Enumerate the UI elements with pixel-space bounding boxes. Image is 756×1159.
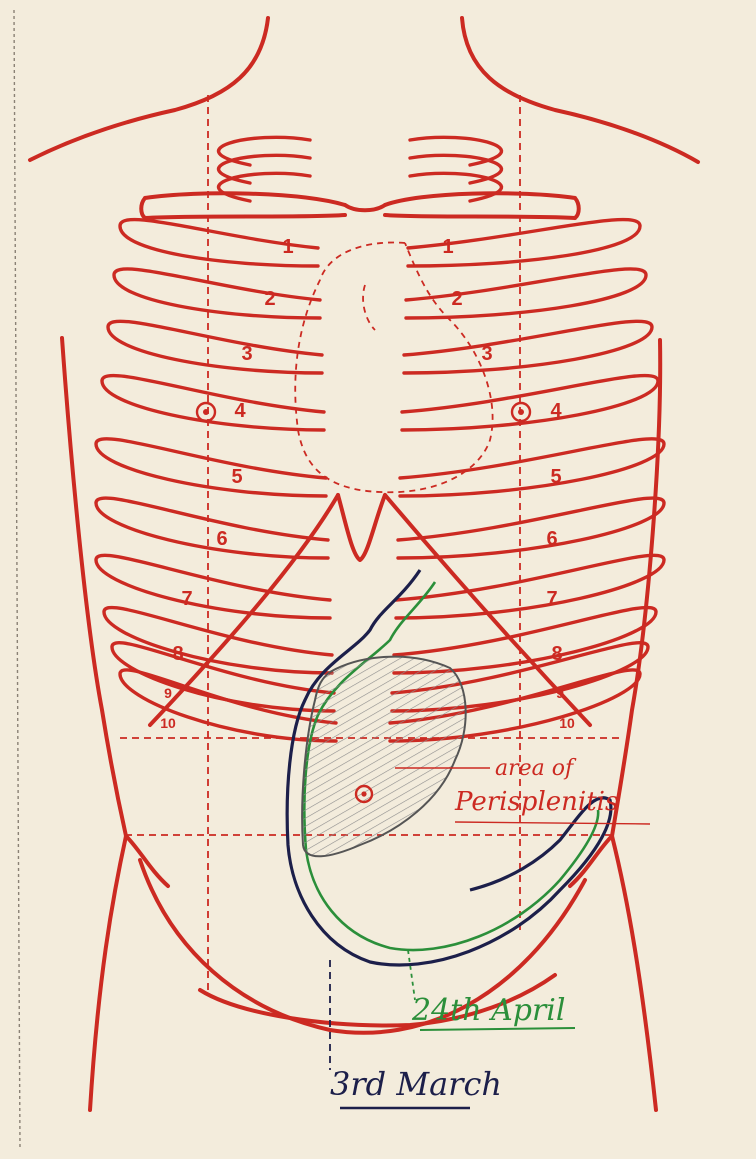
rib-label-left-2: 2 <box>264 288 275 310</box>
rib-label-right-2: 2 <box>451 288 462 310</box>
annotation-24th-april: 24th April <box>411 993 566 1028</box>
rib-label-left-4: 4 <box>234 400 246 422</box>
rib-label-left-6: 6 <box>216 528 227 550</box>
rib-label-left-1: 1 <box>282 236 293 258</box>
rib-label-left-10: 10 <box>160 715 176 731</box>
annotation-3rd-march: 3rd March <box>330 1065 502 1103</box>
rib-label-right-5: 5 <box>550 466 561 488</box>
rib-label-left-8: 8 <box>172 643 183 665</box>
rib-label-right-8: 8 <box>551 643 562 665</box>
rib-label-right-4: 4 <box>550 400 562 422</box>
annotation-area-of: area of <box>495 756 577 781</box>
rib-label-right-7: 7 <box>546 588 557 610</box>
rib-label-right-1: 1 <box>442 236 453 258</box>
rib-label-right-6: 6 <box>546 528 557 550</box>
annotation-perisplenitis: Perisplenitis <box>454 787 618 817</box>
rib-label-left-3: 3 <box>241 343 252 365</box>
rib-label-left-5: 5 <box>231 466 242 488</box>
rib-label-right-10: 10 <box>559 715 575 731</box>
rib-label-left-9: 9 <box>164 685 172 701</box>
rib-label-left-7: 7 <box>181 588 192 610</box>
rib-label-right-9: 9 <box>556 685 564 701</box>
rib-label-right-3: 3 <box>481 343 492 365</box>
